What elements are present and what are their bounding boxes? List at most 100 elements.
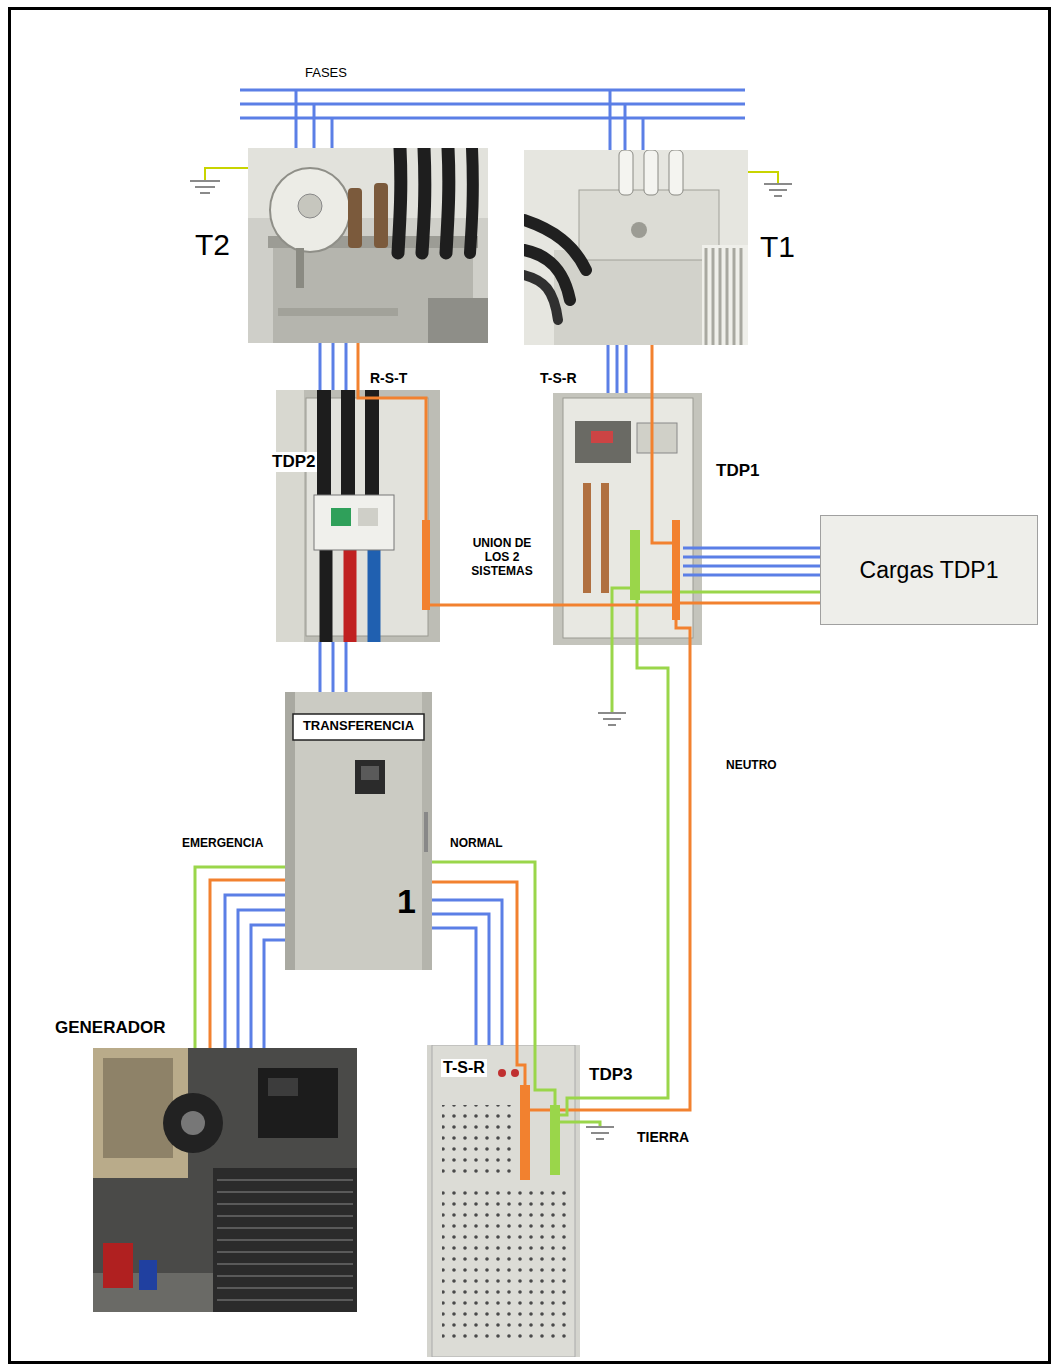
ground-bar (195, 186, 215, 188)
drawing-part (524, 275, 558, 320)
wire (210, 880, 285, 1048)
drawing-part (683, 574, 702, 577)
drawing-part (422, 520, 430, 610)
drawing-part (217, 1239, 353, 1241)
equipment-label: Cargas TDP1 (860, 557, 999, 583)
drawing-part (553, 393, 702, 645)
wire-label: NORMAL (448, 837, 505, 851)
drawing-part (217, 1299, 353, 1301)
drawing-part (426, 604, 440, 607)
drawing-part (217, 1203, 353, 1205)
drawing-part (341, 390, 355, 498)
ground-wire (748, 172, 778, 183)
drawing-part (217, 1263, 353, 1265)
drawing-part (676, 620, 690, 645)
drawing-part (358, 390, 426, 520)
bus-drop (624, 104, 627, 150)
equipment-label: 1 (397, 882, 416, 921)
drawing-part (712, 248, 715, 345)
ground-bar (769, 189, 787, 191)
wire (357, 343, 360, 390)
equipment-label: T-S-R (441, 1059, 487, 1077)
drawing-part (428, 298, 488, 343)
wire (625, 345, 628, 393)
drawing-part (644, 150, 658, 195)
drawing-part (213, 1168, 357, 1312)
drawing-part (680, 602, 702, 605)
wire (251, 925, 285, 1048)
drawing-part (344, 550, 357, 642)
equipment-box: GENERADOR (93, 1048, 357, 1312)
drawing-part (355, 760, 385, 794)
wire (607, 345, 610, 393)
drawing-part (498, 1069, 506, 1077)
equipment-picture (524, 150, 748, 345)
wire (432, 862, 535, 1045)
ground-wire (580, 1122, 600, 1126)
drawing-part (527, 1190, 567, 1340)
wire-bundle (320, 343, 358, 390)
wire (432, 900, 502, 1045)
drawing-part (103, 1058, 173, 1158)
ground-bar (596, 1138, 604, 1140)
bus-drop (313, 104, 316, 148)
wire (702, 547, 820, 550)
drawing-part (591, 431, 613, 443)
wire (580, 645, 668, 1098)
bus-line (240, 117, 745, 120)
equipment-label: TDP1 (716, 461, 759, 481)
wire (238, 910, 285, 1048)
drawing-part (217, 1275, 353, 1277)
drawing-part (563, 398, 693, 638)
bus-drop (642, 118, 645, 150)
drawing-part (217, 1179, 353, 1181)
drawing-part (163, 1093, 223, 1153)
ground-bar (586, 1126, 614, 1128)
equipment-picture (427, 1045, 580, 1357)
drawing-part (705, 248, 708, 345)
drawing-part (630, 530, 640, 600)
drawing-part (719, 248, 722, 345)
drawing-part (368, 550, 381, 642)
ground-wire (205, 168, 248, 180)
drawing-part (446, 148, 449, 253)
equipment-picture (553, 393, 702, 645)
drawing-part (268, 1078, 298, 1096)
equipment-label: T2 (195, 228, 230, 263)
drawing-part (278, 308, 398, 316)
ground-bar (608, 724, 616, 726)
drawing-part (276, 390, 440, 642)
wire-label: EMERGENCIA (180, 837, 265, 851)
wire (440, 604, 553, 607)
drawing-part (560, 1098, 580, 1115)
ground-bar (591, 1132, 609, 1134)
wire (345, 343, 348, 390)
drawing-part (217, 1180, 353, 1300)
equipment-label: TRANSFERENCIA (301, 719, 416, 734)
bus-drop (331, 118, 334, 148)
equipment-label: GENERADOR (55, 1018, 166, 1038)
drawing-part (103, 1243, 133, 1288)
drawing-part (93, 1048, 357, 1312)
wire-bundle (432, 862, 535, 1045)
drawing-part (361, 766, 379, 780)
equipment-label: TDP2 (270, 452, 317, 472)
equipment-box: TDP1 (553, 393, 702, 645)
equipment-box: TDP2 (276, 390, 440, 642)
drawing-part (672, 520, 680, 620)
drawing-part (432, 1045, 575, 1357)
bus-line (240, 103, 745, 106)
drawing-part (535, 1045, 555, 1105)
drawing-part (285, 692, 432, 970)
drawing-part (217, 1251, 353, 1253)
drawing-part (358, 508, 378, 526)
drawing-part (398, 148, 401, 253)
wire (702, 565, 820, 568)
bus-line (240, 89, 745, 92)
free-label: FASES (303, 66, 349, 81)
phase-bus (240, 90, 745, 150)
wire-bundle (320, 642, 346, 692)
drawing-part (422, 148, 425, 253)
drawing-part (424, 812, 428, 852)
